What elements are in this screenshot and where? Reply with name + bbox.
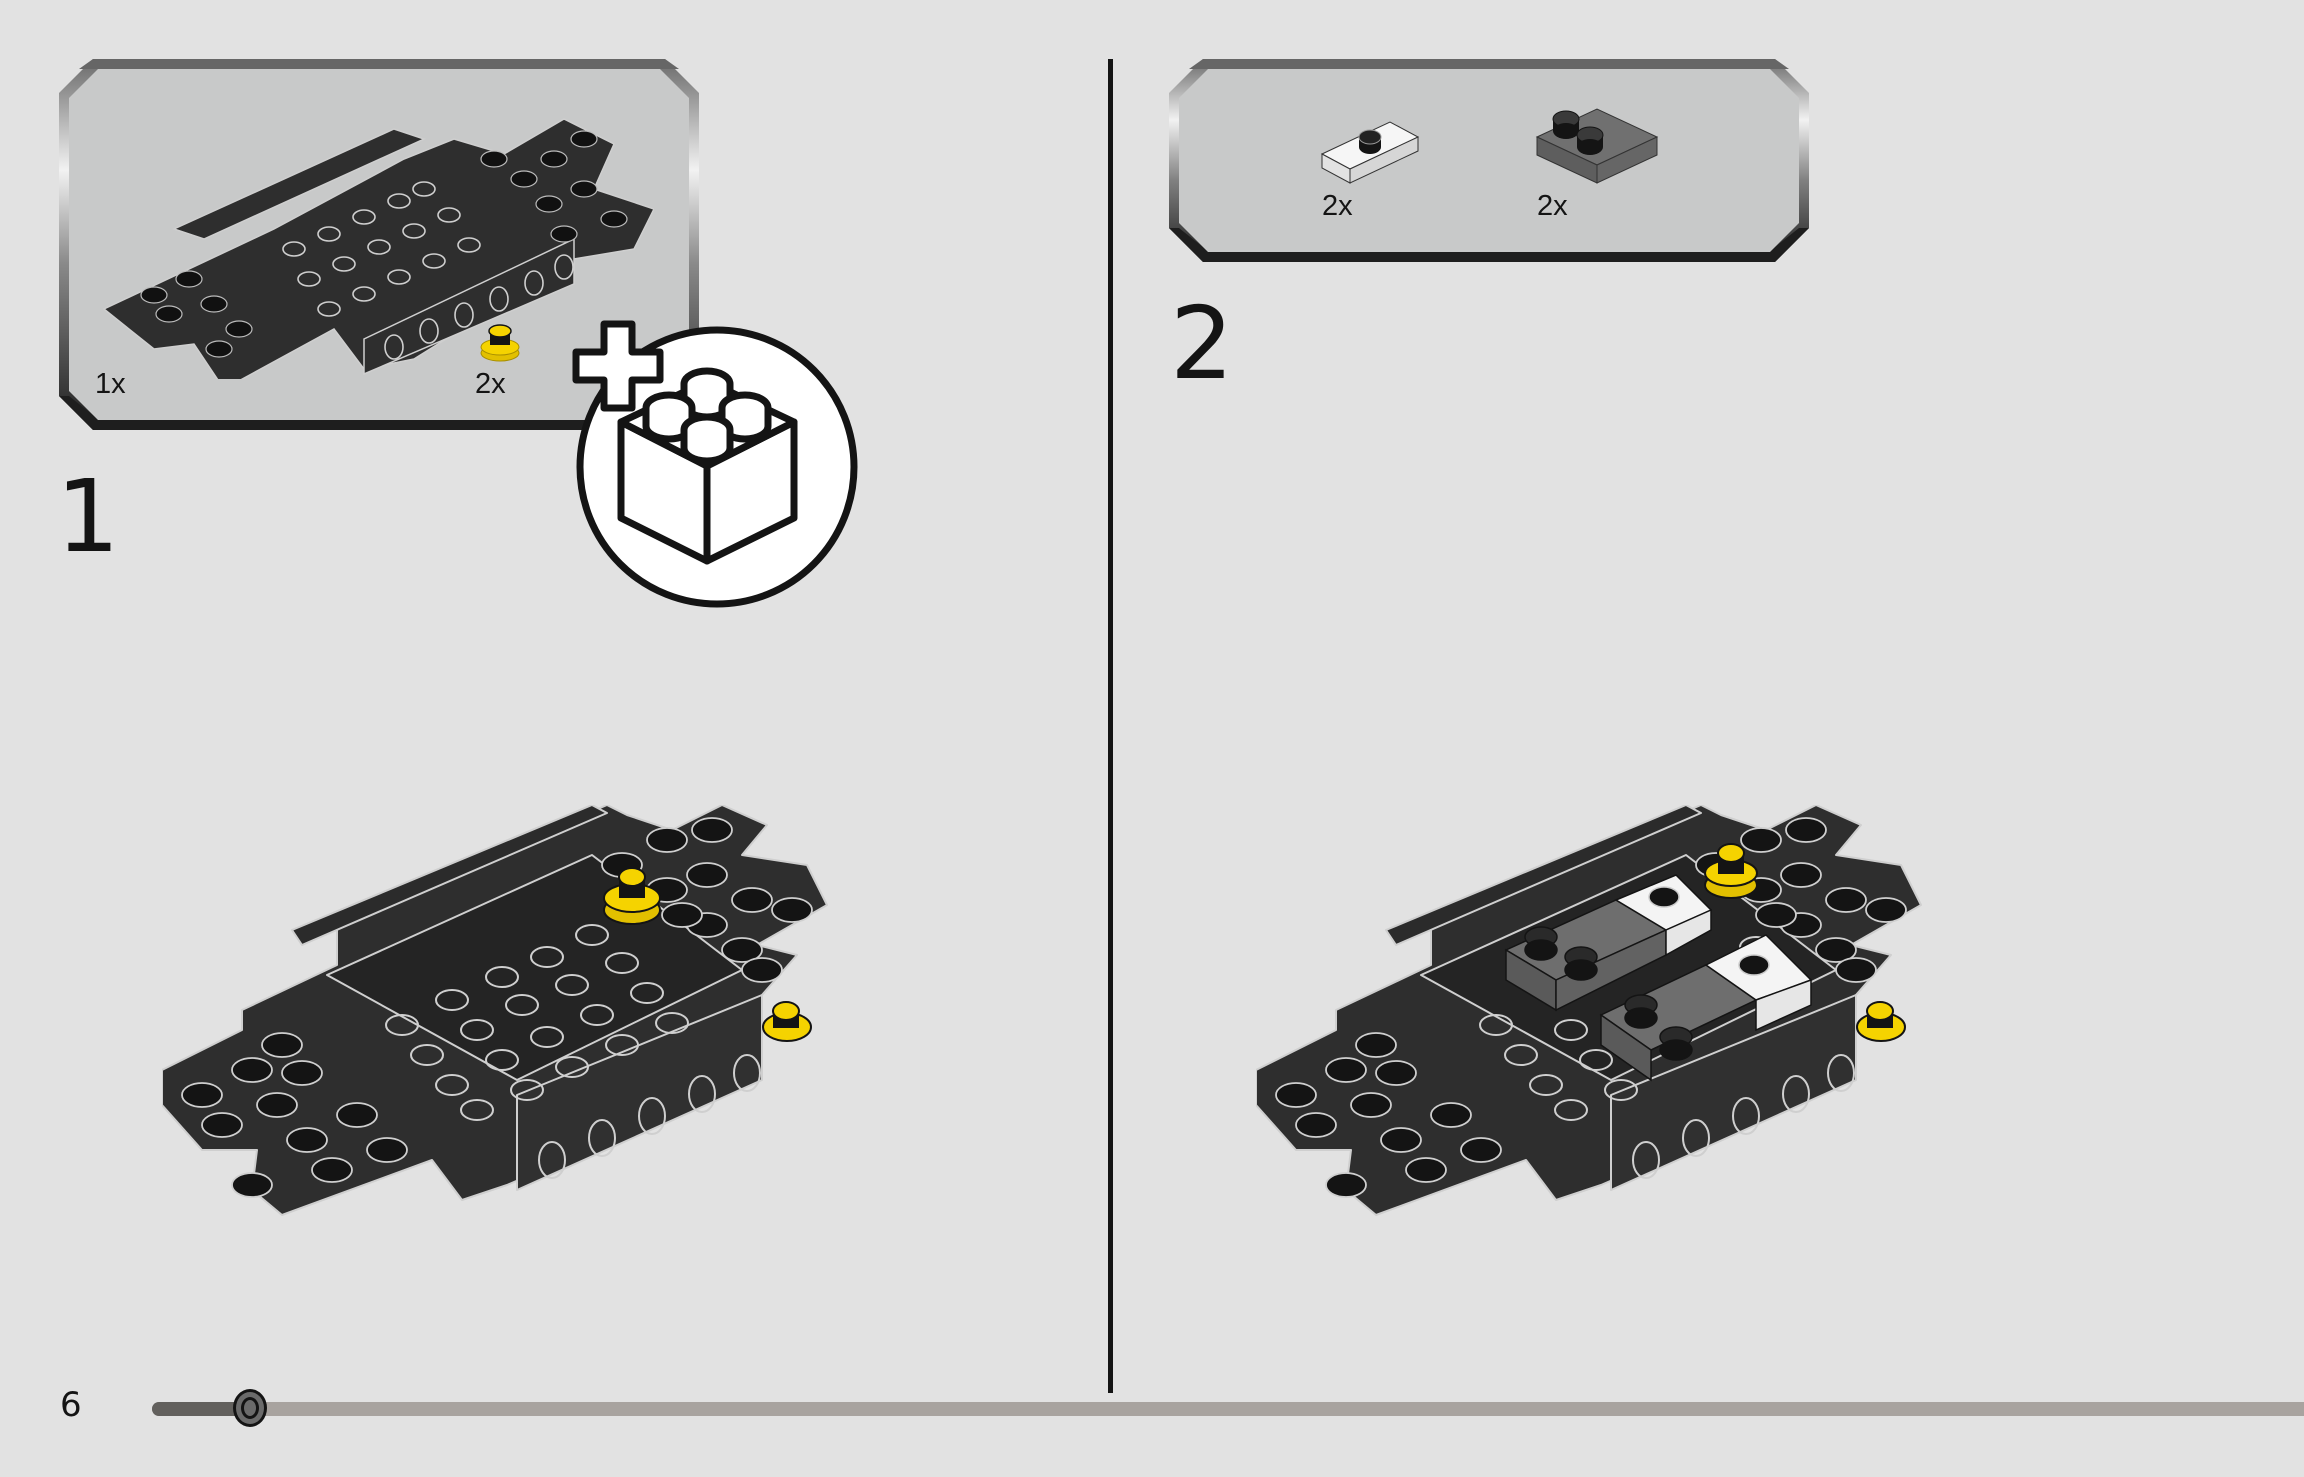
chassis-studs bbox=[181, 817, 813, 1198]
dark-gray-plate bbox=[1504, 899, 1668, 1012]
step-2-number: 2 bbox=[1170, 285, 1234, 402]
parts-panel-frame bbox=[1169, 59, 1809, 262]
chassis-part-image bbox=[102, 118, 654, 379]
yellow-round-plate bbox=[603, 867, 661, 925]
brick-2x2-icon bbox=[617, 367, 798, 565]
new-brick-callout bbox=[576, 326, 858, 608]
yellow-round-plate-quantity: 2x bbox=[475, 368, 506, 400]
dark-gray-plate-quantity: 2x bbox=[1537, 190, 1568, 222]
dark-gray-plate-part-image bbox=[1535, 108, 1659, 184]
yellow-round-plate bbox=[1704, 843, 1758, 899]
progress-fill bbox=[152, 1402, 252, 1416]
yellow-round-plate bbox=[1856, 1001, 1906, 1042]
dark-gray-plate bbox=[1599, 964, 1758, 1082]
page-number: 6 bbox=[60, 1385, 82, 1425]
white-jumper-plate bbox=[1614, 874, 1713, 957]
white-jumper-plate bbox=[1704, 934, 1813, 1032]
step-1-parts-panel: 1x 2x bbox=[59, 59, 699, 430]
progress-knob[interactable] bbox=[233, 1389, 267, 1427]
chassis-studs bbox=[1275, 817, 1907, 1198]
step-divider bbox=[1108, 59, 1113, 1393]
step-2-model-illustration bbox=[1256, 805, 1922, 1216]
step-2-parts-panel: 2x 2x bbox=[1169, 59, 1809, 262]
step-1-model-illustration bbox=[162, 805, 828, 1216]
white-jumper-plate-quantity: 2x bbox=[1322, 190, 1353, 222]
white-jumper-plate-part-image bbox=[1320, 121, 1420, 184]
yellow-round-plate bbox=[762, 1001, 812, 1042]
plus-icon bbox=[572, 320, 664, 412]
progress-track[interactable] bbox=[152, 1402, 2304, 1416]
yellow-round-plate-part-image bbox=[480, 324, 520, 362]
step-1-number: 1 bbox=[56, 458, 120, 575]
chassis-quantity: 1x bbox=[95, 368, 126, 400]
chassis-tube-holes bbox=[385, 924, 761, 1179]
